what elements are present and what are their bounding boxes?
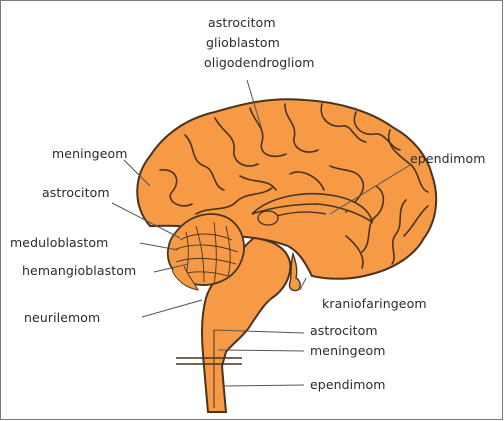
label-meduloblastom: meduloblastom <box>10 235 108 251</box>
label-top-glioblastom: glioblastom <box>206 35 280 51</box>
label-top-oligodendrogliom: oligodendrogliom <box>204 55 314 71</box>
label-ependimom-top: ependimom <box>410 151 486 167</box>
thalamus <box>258 211 278 225</box>
label-meningeom-top: meningeom <box>52 146 128 162</box>
label-top-astrocitom: astrocitom <box>208 15 276 31</box>
pituitary <box>289 254 300 291</box>
label-astrocitom-left: astrocitom <box>42 185 110 201</box>
label-ependimom-spine: ependimom <box>310 377 386 393</box>
label-astrocitom-spine: astrocitom <box>310 323 378 339</box>
label-neurilemom: neurilemom <box>24 310 100 326</box>
label-meningeom-spine: meningeom <box>310 343 386 359</box>
label-kraniofaringeom: kraniofaringeom <box>322 296 427 312</box>
label-hemangioblastom: hemangioblastom <box>22 263 136 279</box>
